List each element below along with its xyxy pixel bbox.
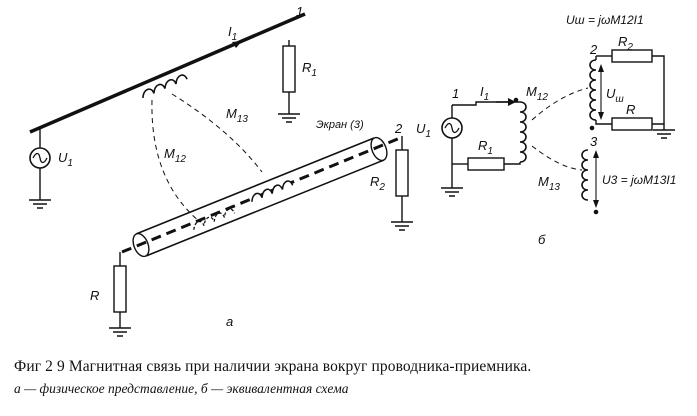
fig-b-source-label: U1 — [416, 121, 431, 140]
tertiary-coil-icon — [581, 149, 589, 201]
fig-b-formula-top: Uш = jωM12I1 — [566, 13, 644, 27]
ground-icon — [653, 129, 675, 139]
coupling-m13-line — [531, 145, 583, 171]
primary-coil-icon — [519, 101, 527, 163]
fig-b-current-label: I1 — [480, 84, 489, 103]
inner-coil-icon — [193, 208, 236, 230]
ground-icon — [278, 113, 300, 123]
figure-caption-subtitle: а — физическое представление, б — эквива… — [14, 381, 349, 396]
coupling-m12-line — [151, 99, 201, 223]
source-coil-icon — [142, 74, 188, 99]
fig-a-current-label: I1 — [228, 24, 237, 43]
ground-icon — [109, 327, 131, 337]
resistor-r2 — [395, 149, 409, 197]
fig-a-node-2: 2 — [394, 121, 403, 136]
fig-b-formula-3: U3 = jωM13I1 — [602, 173, 676, 187]
fig-b-r-label: R — [626, 102, 635, 117]
figure-diagram: 1 I1 R1 U1 M13 M12 Экран (3) 2 R2 R а — [29, 4, 676, 337]
fig-b-m12-label: M12 — [526, 84, 548, 103]
resistor-r — [113, 265, 127, 313]
fig-b-node-1: 1 — [452, 86, 459, 101]
resistor-r — [611, 117, 653, 131]
fig-a-source-label: U1 — [58, 150, 73, 169]
fig-b-voltage-sh-label: Uш — [606, 86, 624, 105]
figure-b — [441, 49, 675, 215]
resistor-r1 — [467, 157, 505, 171]
coupling-m13-line — [171, 93, 263, 173]
figure-caption: Фиг 2 9 Магнитная связь при наличии экра… — [14, 358, 532, 375]
ground-icon — [29, 199, 51, 209]
ground-icon — [391, 221, 413, 231]
screen-coil-icon — [251, 180, 294, 202]
fig-a-r2-label: R2 — [370, 174, 385, 193]
fig-a-m13-label: M13 — [226, 106, 248, 125]
fig-b-r1-label: R1 — [478, 138, 493, 157]
ground-icon — [441, 187, 463, 197]
fig-a-screen-label: Экран (3) — [316, 119, 364, 131]
fig-a-m12-label: M12 — [164, 146, 186, 165]
figure-a — [29, 12, 413, 337]
fig-a-panel-letter: а — [226, 314, 233, 329]
fig-b-node-2: 2 — [589, 42, 598, 57]
fig-b-node-3: 3 — [590, 134, 598, 149]
fig-a-node-1: 1 — [296, 4, 303, 19]
resistor-r1 — [282, 45, 296, 93]
source-conductor — [29, 12, 306, 134]
fig-a-r1-label: R1 — [302, 60, 317, 79]
fig-b-panel-letter: б — [538, 232, 546, 247]
fig-b-m13-label: M13 — [538, 174, 560, 193]
fig-b-r2-label: R2 — [618, 34, 633, 53]
secondary-coil-icon — [589, 59, 597, 121]
screen-end-right — [370, 136, 388, 162]
screen-tube — [135, 137, 385, 257]
fig-a-r-label: R — [90, 288, 99, 303]
